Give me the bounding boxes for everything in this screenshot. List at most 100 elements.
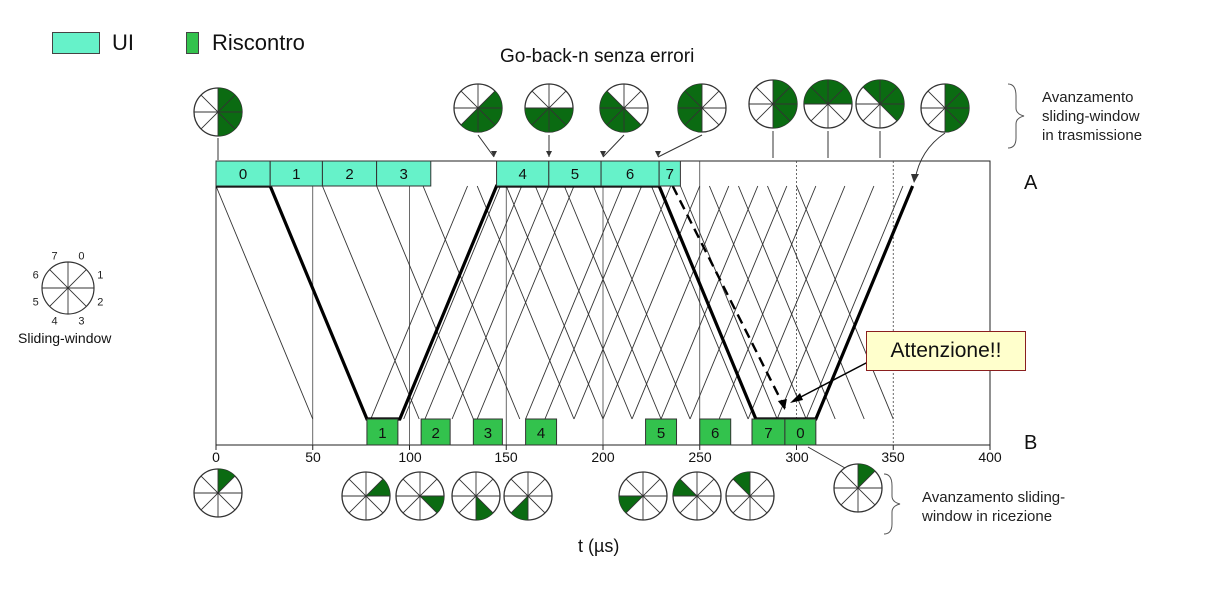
- ack-number: 2: [431, 425, 439, 442]
- station-b-label: B: [1024, 432, 1038, 454]
- ui-frame-number: 6: [626, 166, 634, 183]
- frame-transmission-line: [592, 185, 691, 420]
- ui-frame-box: [269, 160, 323, 187]
- callout-arrow-head: [790, 393, 803, 403]
- tx-window-icon: [748, 79, 798, 129]
- window-divider: [510, 478, 546, 514]
- ack-transmission-line: [602, 185, 701, 420]
- window-extent-path: [216, 184, 915, 421]
- leader-arrow: [600, 151, 606, 157]
- ui-frame-number: 0: [239, 166, 247, 183]
- tx-window-icon: [855, 79, 905, 129]
- frame-transmission-line: [679, 185, 778, 420]
- rx-window-icon: [672, 471, 722, 521]
- ack-transmission-line: [776, 185, 875, 420]
- window-sector: [673, 479, 697, 496]
- window-divider: [927, 90, 963, 126]
- rx-window-icon: [341, 471, 391, 521]
- window-divider: [679, 478, 715, 514]
- sliding-window-number: 3: [78, 315, 84, 327]
- window-sector: [476, 496, 493, 520]
- ack-transmission-line: [403, 185, 501, 420]
- ack-transmission-line: [451, 185, 550, 420]
- rx-window-icon: [618, 471, 668, 521]
- x-tick-label: 200: [591, 449, 615, 465]
- ack-transmission-line: [573, 185, 672, 420]
- rx-note: Avanzamento sliding- window in ricezione: [922, 488, 1065, 526]
- sliding-window-number: 2: [97, 296, 103, 308]
- frame-transmission-line: [505, 185, 604, 420]
- sliding-window-number: 0: [78, 251, 84, 263]
- ui-frame-number: 5: [571, 166, 579, 183]
- leader-arrow: [491, 151, 497, 157]
- tx-window-icon: [599, 83, 649, 133]
- window-sector: [366, 479, 390, 496]
- ack-legend-label: Riscontro: [212, 30, 305, 55]
- ack-number: 5: [657, 425, 665, 442]
- ack-transmission-line: [689, 185, 788, 420]
- leader-arrow: [655, 151, 661, 157]
- leader-arrow: [911, 174, 919, 183]
- x-tick-label: 350: [881, 449, 905, 465]
- window-divider: [458, 478, 494, 514]
- ack-transmission-line: [424, 185, 523, 420]
- frame-transmission-line: [376, 185, 474, 420]
- ack-box: [751, 418, 786, 446]
- ack-number: 3: [484, 425, 492, 442]
- window-divider: [810, 86, 846, 122]
- window-leader: [807, 446, 846, 469]
- rx-window-icon: [833, 463, 883, 513]
- tx-window-icon: [803, 79, 853, 129]
- window-leader: [657, 134, 703, 158]
- ui-frame-number: 7: [666, 166, 674, 183]
- ack-transmission-line: [544, 185, 643, 420]
- x-tick-label: 250: [688, 449, 712, 465]
- ack-box: [699, 418, 732, 446]
- window-leader: [602, 134, 625, 158]
- sliding-window-number: 7: [52, 251, 58, 263]
- ack-transmission-line: [747, 185, 846, 420]
- ack-box: [472, 418, 503, 446]
- window-divider: [625, 478, 661, 514]
- tx-window-icon: [920, 83, 970, 133]
- frame-transmission-line: [322, 185, 420, 420]
- window-leader: [477, 134, 495, 158]
- ack-transmission-line: [525, 185, 623, 420]
- ack-legend-swatch: [186, 32, 199, 54]
- window-sector: [858, 464, 875, 488]
- ack-transmission-line: [660, 185, 759, 420]
- sliding-window-number: 6: [33, 270, 39, 282]
- leader-arrow: [546, 151, 552, 157]
- rx-brace: [883, 473, 901, 535]
- tx-window-icon: [453, 83, 503, 133]
- ui-frame-number: 1: [292, 166, 300, 183]
- window-sector: [511, 496, 528, 520]
- window-sector: [218, 469, 235, 493]
- frame-transmission-line: [422, 185, 521, 420]
- tx-note-line: Avanzamento: [1042, 89, 1134, 106]
- window-divider: [606, 90, 642, 126]
- window-divider: [531, 90, 567, 126]
- diagram-title: Go-back-n senza errori: [500, 46, 695, 67]
- dashed-arrow-head: [777, 399, 787, 410]
- window-divider: [755, 86, 791, 122]
- tx-window-icon: [524, 83, 574, 133]
- ack-number: 1: [378, 425, 386, 442]
- ack-box: [784, 418, 817, 446]
- rx-note-line: Avanzamento sliding-: [922, 489, 1066, 506]
- ack-transmission-line: [370, 185, 468, 420]
- rx-window-icon: [503, 471, 553, 521]
- frame-transmission-line: [650, 185, 749, 420]
- ack-box: [645, 418, 678, 446]
- ack-transmission-line: [476, 185, 575, 420]
- sliding-window-number: 4: [52, 315, 58, 327]
- window-divider: [460, 90, 496, 126]
- window-sector: [420, 496, 444, 513]
- tx-note-line: in trasmissione: [1042, 127, 1143, 144]
- tx-window-icon: [193, 87, 243, 137]
- ui-legend-label: UI: [112, 30, 134, 55]
- window-divider: [200, 475, 236, 511]
- ui-frame-number: 3: [400, 166, 408, 183]
- frame-transmission-line: [738, 185, 836, 420]
